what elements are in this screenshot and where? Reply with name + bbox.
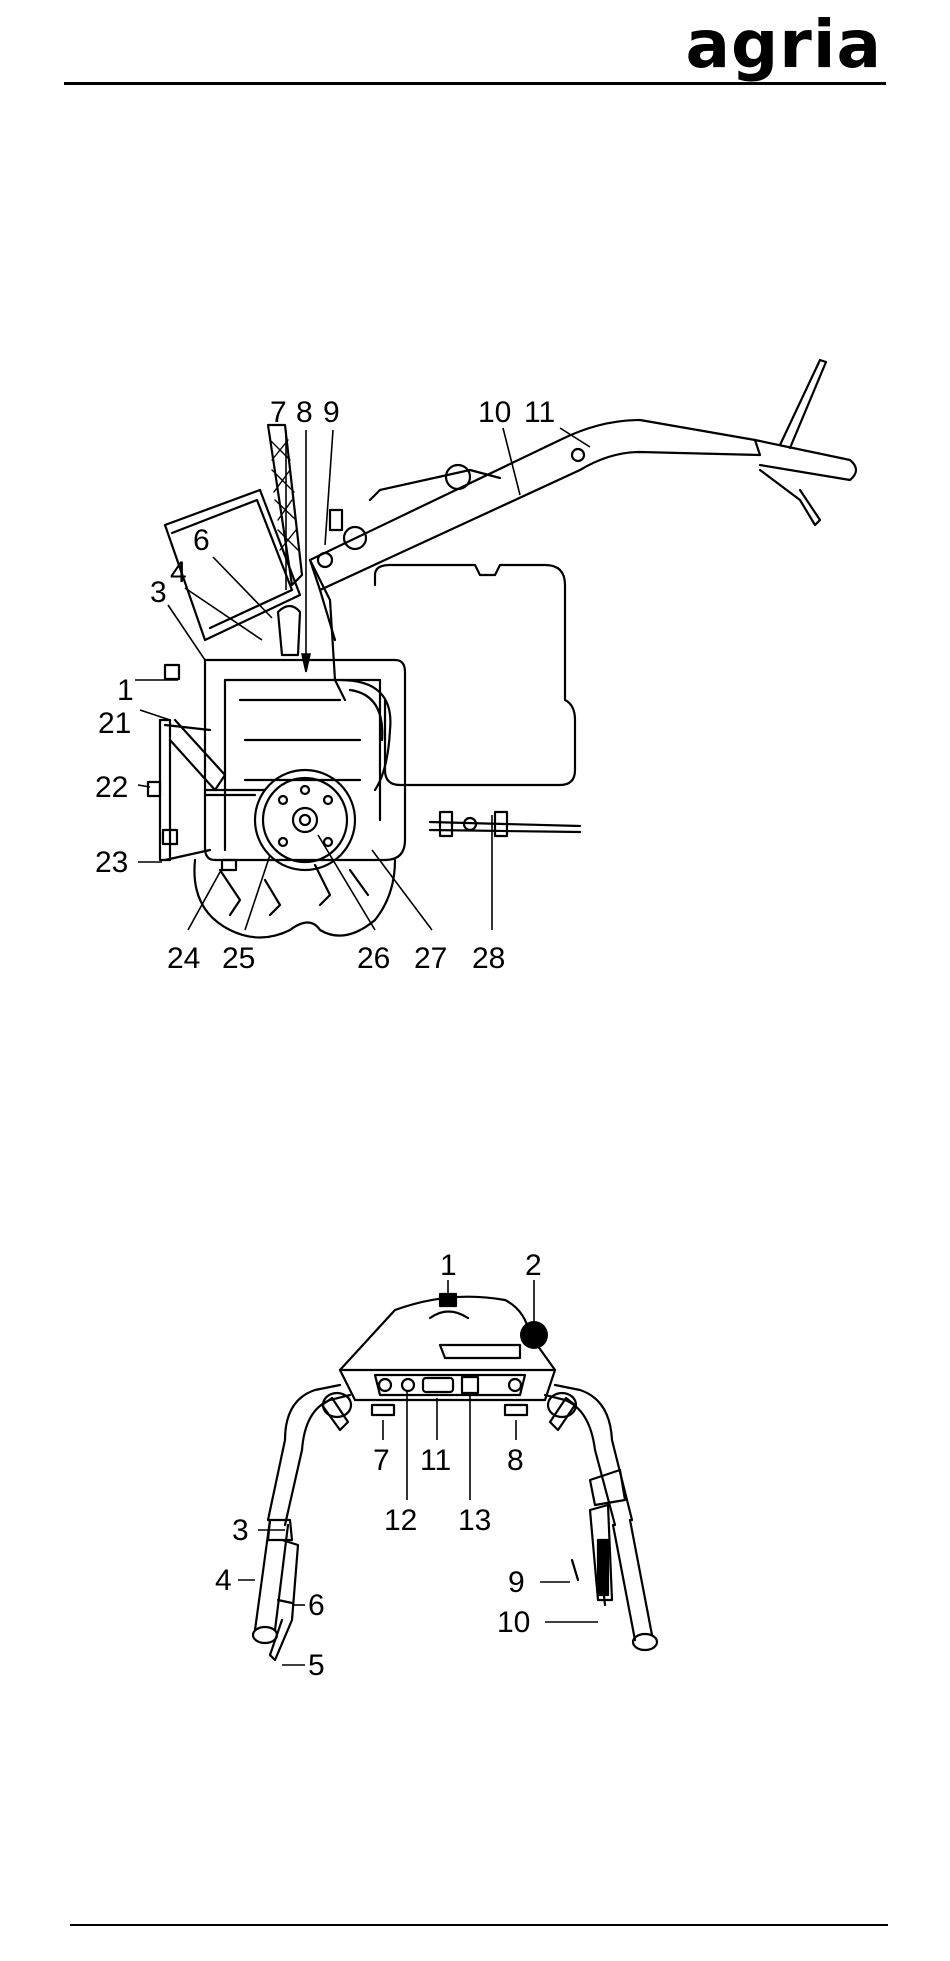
callout-2: 2 [525,1249,542,1282]
callout-26: 26 [357,942,390,975]
agria-logo: agria [686,12,883,78]
callout-6: 6 [193,524,210,557]
callout-9: 9 [323,396,340,429]
callout-12: 12 [384,1504,417,1537]
callout-1: 1 [440,1249,457,1282]
callout-11: 11 [420,1444,451,1477]
callout-10: 10 [478,396,511,429]
callout-3: 3 [150,576,167,609]
figure-handlebar-view: 1 2 7 11 8 12 13 3 4 6 5 9 10 [0,1230,950,1710]
callout-24: 24 [167,942,200,975]
figure2-callouts: 1 2 7 11 8 12 13 3 4 6 5 9 10 [215,1249,542,1682]
callout-11: 11 [524,396,555,429]
callout-4: 4 [215,1564,232,1597]
callout-4: 4 [170,556,187,589]
figure-side-view: 7 8 9 10 11 6 4 3 1 21 22 23 24 25 26 27… [0,340,950,1040]
callout-27: 27 [414,942,447,975]
callout-8: 8 [507,1444,524,1477]
tines [194,860,395,938]
callout-10: 10 [497,1606,530,1639]
callout-5: 5 [308,1649,325,1682]
figure1-callouts: 7 8 9 10 11 6 4 3 1 21 22 23 24 25 26 27… [95,396,555,975]
callout-7: 7 [373,1444,390,1477]
callout-3: 3 [232,1514,249,1547]
callout-6: 6 [308,1589,325,1622]
footer-rule [70,1924,888,1926]
callout-9: 9 [508,1566,525,1599]
gearbox [205,660,405,860]
callout-25: 25 [222,942,255,975]
callout-28: 28 [472,942,505,975]
callout-22: 22 [95,771,128,804]
callout-1: 1 [117,674,134,707]
callout-23: 23 [95,846,128,879]
callout-13: 13 [458,1504,491,1537]
callout-8: 8 [296,396,313,429]
callout-7: 7 [270,396,287,429]
callout-21: 21 [98,707,131,740]
header-rule [64,82,886,85]
